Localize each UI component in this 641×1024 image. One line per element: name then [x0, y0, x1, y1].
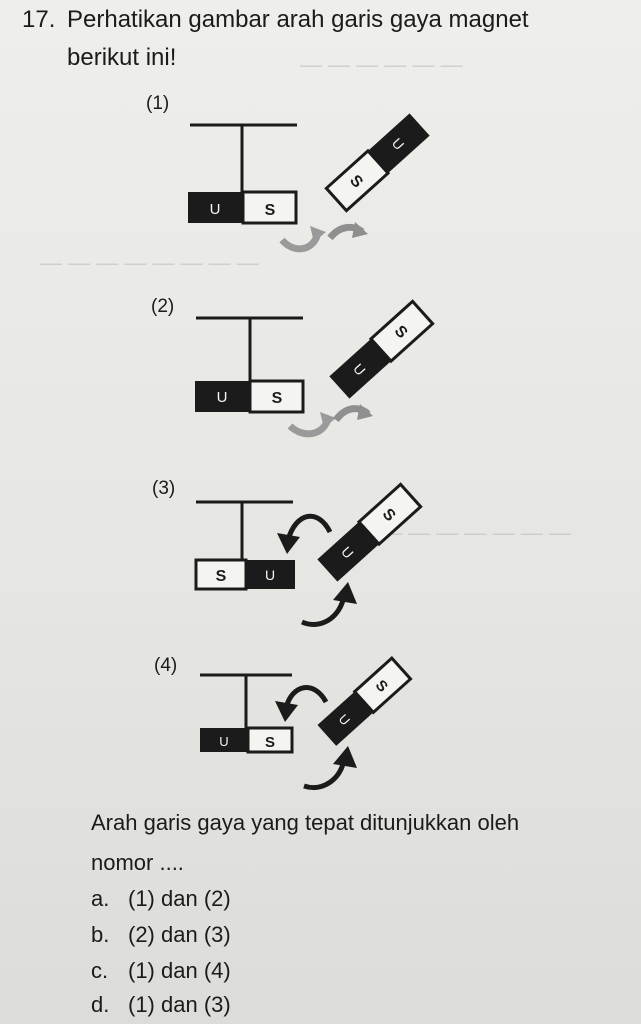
bar-magnet-right-pole: S — [265, 202, 276, 219]
bar-magnet: U S — [200, 726, 294, 754]
bar-magnet-right-pole: S — [265, 734, 275, 751]
option-b-text[interactable]: (2) dan (3) — [128, 922, 231, 947]
figure-3-label: (3) — [152, 478, 176, 499]
field-arrow-head — [277, 533, 300, 554]
bar-magnet: U S — [195, 379, 305, 414]
bar-magnet-right-pole: S — [272, 390, 283, 407]
option-d-text[interactable]: (1) dan (3) — [128, 992, 231, 1017]
bar-magnet-right-pole: U — [265, 567, 275, 583]
tilted-magnet: U S — [324, 113, 430, 213]
bar-magnet: S U — [194, 558, 295, 591]
figure-4-label: (4) — [154, 655, 178, 676]
question-text-line1: Perhatikan gambar arah garis gaya magnet — [67, 6, 529, 33]
option-b-letter: b. — [91, 922, 110, 947]
magnet-figures: U S U S U S S U — [188, 113, 435, 790]
figure-1: U S U S — [188, 113, 430, 253]
field-arrow-faded-head — [352, 222, 368, 238]
bar-magnet-left-pole: U — [217, 389, 228, 406]
bar-magnet-left-pole: S — [216, 568, 227, 585]
question-text-line2: berikut ini! — [67, 44, 177, 71]
field-arrow — [283, 685, 329, 709]
figure-4: U S S U — [200, 656, 413, 790]
prompt-line1: Arah garis gaya yang tepat ditunjukkan o… — [91, 810, 520, 835]
prompt-line2: nomor .... — [91, 850, 184, 875]
tilted-magnet: S U — [317, 482, 423, 582]
option-c-letter: c. — [91, 958, 109, 983]
field-arrow — [285, 513, 333, 541]
bar-magnet-left-pole: U — [219, 734, 228, 749]
figure-1-label: (1) — [146, 93, 170, 114]
figure-3: S U S U — [194, 482, 423, 627]
field-arrow-head — [333, 746, 357, 768]
field-arrow-faded-head — [357, 404, 373, 420]
field-arrow-faded-head — [310, 226, 326, 242]
figure-2: U S S U — [195, 299, 435, 438]
figure-2-label: (2) — [151, 296, 175, 317]
bar-magnet-left-pole: U — [210, 201, 221, 218]
bar-magnet: U S — [188, 190, 298, 225]
option-d-letter: d. — [91, 992, 110, 1017]
tilted-magnet: S U — [317, 656, 413, 746]
field-arrow-faded-head — [320, 412, 336, 428]
option-a-text[interactable]: (1) dan (2) — [128, 886, 231, 911]
option-c-text[interactable]: (1) dan (4) — [128, 958, 231, 983]
tilted-magnet: S U — [329, 299, 435, 399]
question-number: 17. — [22, 6, 56, 33]
field-arrow-head — [333, 582, 357, 604]
field-arrow — [300, 595, 347, 627]
field-arrow-head — [275, 701, 298, 722]
option-a-letter: a. — [91, 886, 110, 911]
